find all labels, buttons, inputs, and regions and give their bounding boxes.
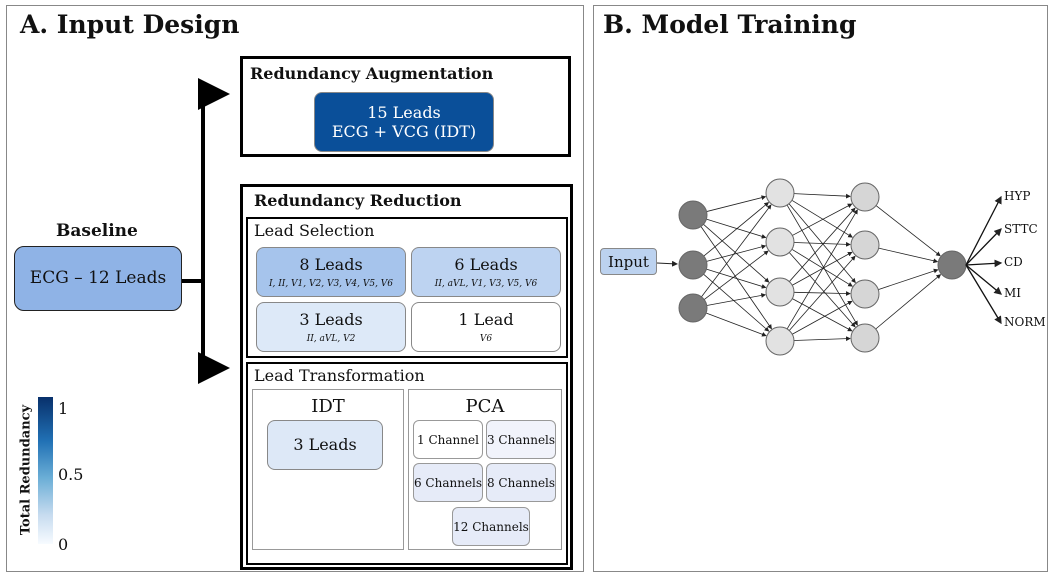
lead-card-6: 6 Leads II, aVL, V1, V3, V5, V6 [411, 247, 561, 297]
output-arrow-4 [965, 264, 1002, 325]
output-arrow-1 [965, 228, 1002, 266]
lead-card-8: 8 Leads I, II, V1, V2, V3, V4, V5, V6 [256, 247, 406, 297]
lead-card-3: 3 Leads II, aVL, V2 [256, 302, 406, 352]
network-edge [875, 274, 942, 330]
network-edge [875, 205, 941, 257]
idt-card-label: 3 Leads [293, 435, 357, 455]
idt-title: IDT [311, 396, 345, 417]
pca-channel-1: 1 Channel [413, 420, 483, 459]
augmentation-line2: ECG + VCG (IDT) [331, 122, 477, 141]
pca-channel-6: 6 Channels [413, 463, 483, 502]
lead-card-6-main: 6 Leads [454, 255, 518, 275]
lead-card-6-sub: II, aVL, V1, V3, V5, V6 [434, 278, 538, 289]
network-edge [703, 250, 769, 300]
network-edge [706, 293, 767, 306]
network-edge [703, 223, 770, 283]
network-edge [786, 209, 858, 330]
lead-transformation-title: Lead Transformation [254, 366, 425, 385]
neuron-l0-2 [678, 293, 708, 323]
neuron-l0-0 [678, 200, 708, 230]
output-arrows [965, 195, 1003, 325]
output-label-sttc: STTC [1004, 222, 1038, 236]
network-edge [792, 298, 853, 332]
lead-card-1-sub: V6 [479, 333, 493, 344]
network-edge [703, 202, 770, 257]
neuron-l0-1 [678, 250, 708, 280]
network-edge [788, 255, 856, 331]
lead-card-1: 1 Lead V6 [411, 302, 561, 352]
augmentation-card: 15 Leads ECG + VCG (IDT) [314, 92, 494, 152]
network-edge [700, 226, 772, 330]
neuron-l1-1 [765, 227, 795, 257]
network-nodes [678, 178, 967, 356]
pca-channel-3: 3 Channels [486, 420, 556, 459]
network-edge [793, 241, 851, 247]
colorbar-label: Total Redundancy [18, 404, 34, 536]
network-edges [656, 193, 942, 342]
network-edge [705, 312, 767, 337]
output-label-norm: NORM [1004, 315, 1046, 329]
network-edge [792, 203, 853, 236]
output-arrow-2 [965, 259, 1003, 268]
network-edge [878, 247, 939, 264]
network-edge [789, 207, 856, 282]
output-label-cd: CD [1004, 255, 1023, 269]
input-label: Input [608, 252, 649, 271]
network-edge [793, 336, 851, 342]
network-edge [706, 268, 767, 289]
network-edge [706, 195, 767, 212]
augmentation-line1: 15 Leads [367, 102, 441, 122]
colorbar-tick-05: 0.5 [58, 465, 84, 484]
baseline-label: ECG – 12 Leads [29, 268, 167, 289]
lead-card-8-sub: I, II, V1, V2, V3, V4, V5, V6 [268, 278, 394, 289]
network-edge [878, 268, 939, 290]
lead-card-3-main: 3 Leads [299, 310, 363, 330]
lead-selection-title: Lead Selection [254, 221, 375, 240]
lead-card-3-sub: II, aVL, V2 [306, 333, 356, 344]
bracket-arrows [182, 78, 230, 384]
augmentation-title: Redundancy Augmentation [250, 64, 494, 83]
neuron-l1-0 [765, 178, 795, 208]
network-edge [703, 273, 770, 332]
colorbar-tick-0: 0 [58, 535, 69, 554]
baseline-heading: Baseline [56, 221, 138, 241]
neuron-l1-3 [765, 326, 795, 356]
neuron-l2-0 [850, 182, 880, 212]
pca-channel-8: 8 Channels [486, 463, 556, 502]
reduction-title: Redundancy Reduction [254, 191, 462, 210]
output-label-hyp: HYP [1004, 189, 1031, 203]
network-edge [788, 252, 856, 328]
output-arrow-3 [965, 264, 1003, 295]
colorbar-tick-1: 1 [58, 399, 69, 418]
network-edge [792, 300, 853, 335]
colorbar-gradient [38, 397, 53, 544]
network-edge [792, 251, 853, 286]
neuron-l1-2 [765, 277, 795, 307]
neuron-l3-0 [937, 250, 967, 280]
panel-b-title: B. Model Training [603, 10, 857, 39]
network-edge [706, 218, 767, 239]
neuron-l2-1 [850, 230, 880, 260]
lead-card-1-main: 1 Lead [458, 310, 514, 330]
baseline-card: ECG – 12 Leads [14, 246, 182, 311]
input-arrow [656, 260, 678, 267]
network-edge [791, 199, 853, 238]
pca-title: PCA [465, 396, 505, 417]
output-label-mi: MI [1004, 286, 1022, 300]
input-card: Input [600, 248, 657, 275]
lead-card-8-main: 8 Leads [299, 255, 363, 275]
network-edge [706, 244, 767, 262]
idt-card: 3 Leads [267, 420, 383, 470]
pca-channel-12: 12 Channels [452, 507, 530, 546]
network-edge [791, 248, 853, 287]
neuron-l2-2 [850, 279, 880, 309]
panel-a-title: A. Input Design [20, 10, 240, 39]
neuron-l2-3 [850, 323, 880, 353]
neural-network [656, 178, 1003, 356]
network-edge [701, 204, 772, 298]
output-arrow-0 [965, 195, 1002, 266]
network-edge [793, 193, 851, 199]
panel-model-training [593, 5, 1048, 572]
